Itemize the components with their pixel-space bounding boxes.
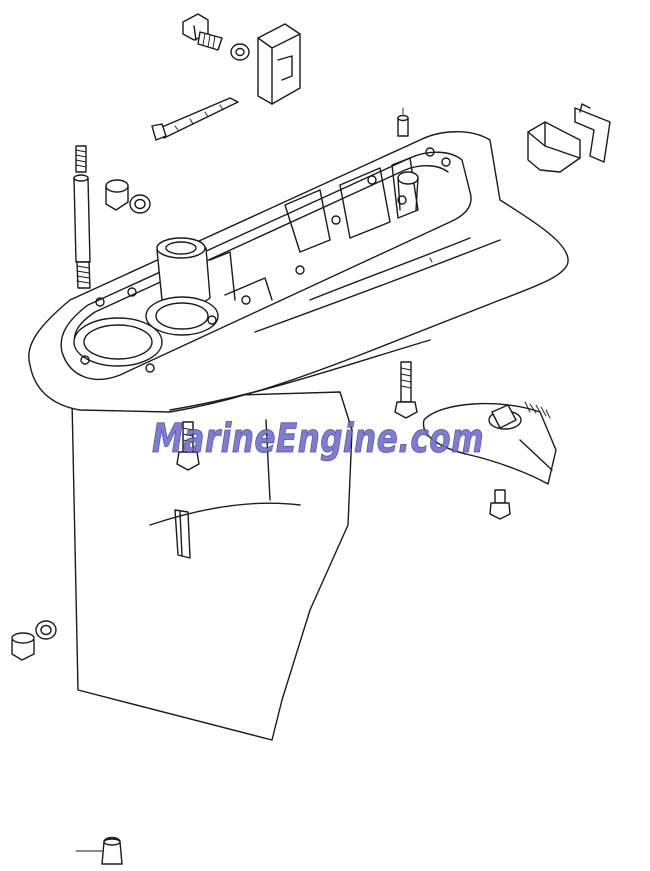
trim-tab-anode bbox=[422, 401, 557, 485]
bolt-right-center bbox=[394, 361, 418, 419]
watermark-text: MarineEngine.com bbox=[152, 416, 484, 462]
bottom-fitting-part bbox=[75, 836, 123, 865]
washer-lower bbox=[35, 620, 57, 640]
bolt-left-center bbox=[176, 421, 200, 471]
cable-tie-part bbox=[151, 97, 239, 141]
washer-upper bbox=[129, 194, 151, 214]
oil-plug-upper bbox=[105, 179, 129, 211]
long-stud-left bbox=[73, 145, 91, 289]
bolt-top-left bbox=[182, 13, 223, 51]
washer-top-left bbox=[230, 43, 250, 61]
gearcase-housing bbox=[28, 131, 569, 741]
bolt-right-small bbox=[489, 489, 511, 520]
drain-plug-lower bbox=[11, 632, 35, 661]
cover-plate-part bbox=[257, 23, 301, 105]
dowel-pin-top bbox=[397, 107, 409, 137]
water-inlet-cover bbox=[527, 103, 611, 173]
